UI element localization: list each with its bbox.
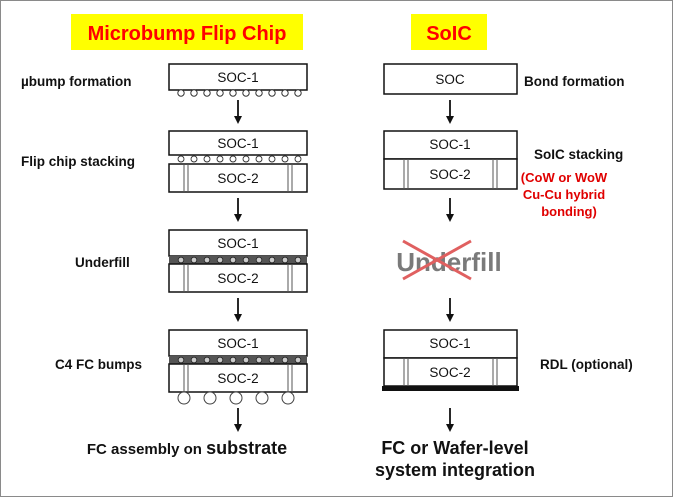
- chip-soc2: SOC-2: [429, 365, 470, 380]
- chip-soc: SOC: [435, 72, 465, 87]
- chip-soc2: SOC-2: [429, 167, 470, 182]
- underfill-crossed-out: Underfill: [396, 239, 502, 281]
- left-stage-2: SOC-1 SOC-2: [168, 130, 308, 193]
- chip-soc1: SOC-1: [217, 136, 258, 151]
- cross-icon: [402, 239, 472, 281]
- left-final-prefix: FC assembly on: [87, 441, 206, 458]
- right-final-line-2: system integration: [375, 460, 535, 480]
- chip-soc2: SOC-2: [217, 171, 258, 186]
- note-line-1: (CoW or WoW: [521, 170, 608, 185]
- chip-soc1: SOC-1: [217, 70, 258, 85]
- note-line-2: Cu-Cu hybrid: [523, 187, 605, 202]
- left-title-banner: Microbump Flip Chip: [71, 14, 303, 50]
- right-stage-2: SOC-1 SOC-2: [383, 130, 518, 190]
- rdl-layer: [382, 386, 519, 391]
- right-final-line-1: FC or Wafer-level: [381, 438, 528, 458]
- chip-soc1: SOC-1: [217, 336, 258, 351]
- step-label-soic-stacking: SoIC stacking: [534, 147, 623, 162]
- chip-soc2: SOC-2: [217, 371, 258, 386]
- right-title-banner: SoIC: [411, 14, 487, 50]
- left-stage-4: SOC-1 SOC-2: [168, 329, 308, 405]
- step-label-bond-formation: Bond formation: [524, 74, 625, 89]
- chip-soc1: SOC-1: [429, 137, 470, 152]
- note-line-3: bonding): [541, 204, 597, 219]
- step-label-flip-chip-stacking: Flip chip stacking: [21, 154, 135, 169]
- step-label-ubump-formation: µbump formation: [21, 74, 132, 89]
- c4-bumps: [177, 391, 295, 405]
- right-title: SoIC: [426, 23, 472, 45]
- right-stage-4: SOC-1 SOC-2: [382, 329, 519, 391]
- chip-soc1: SOC-1: [429, 336, 470, 351]
- left-stage-1: SOC-1: [168, 63, 308, 97]
- left-final-emphasis: substrate: [206, 438, 287, 458]
- chip-soc1: SOC-1: [217, 236, 258, 251]
- chip-soc2: SOC-2: [217, 271, 258, 286]
- step-label-rdl: RDL (optional): [540, 357, 633, 372]
- left-title: Microbump Flip Chip: [88, 23, 287, 45]
- left-final-text: FC assembly on substrate: [87, 438, 287, 458]
- left-stage-3: SOC-1 SOC-2: [168, 229, 308, 293]
- right-stage-1: SOC: [383, 63, 518, 95]
- hybrid-bonding-note: (CoW or WoW Cu-Cu hybrid bonding): [521, 170, 608, 219]
- step-label-c4-fc-bumps: C4 FC bumps: [55, 357, 142, 372]
- step-label-underfill: Underfill: [75, 255, 130, 270]
